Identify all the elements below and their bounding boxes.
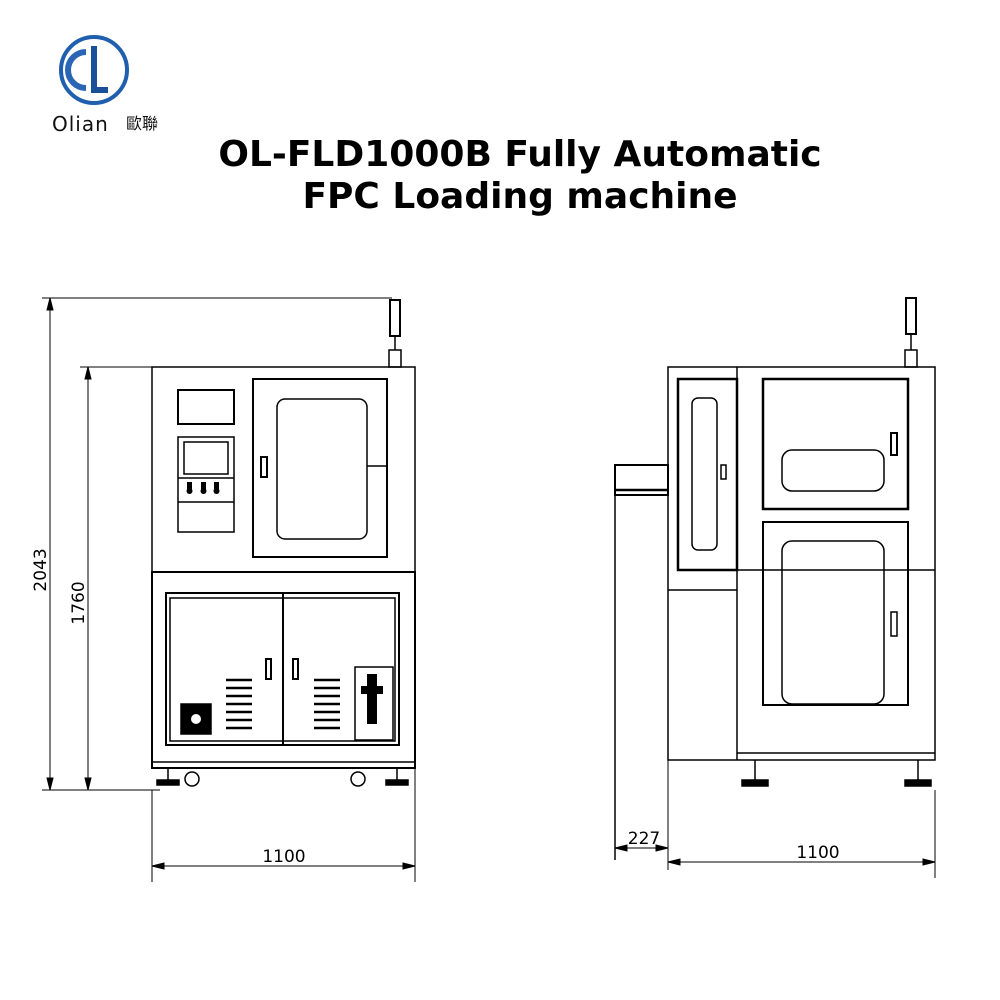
upper-side-door xyxy=(761,377,910,511)
dim-loader-depth: 227 xyxy=(628,829,660,849)
front-view: 2043 1760 1100 xyxy=(31,297,416,882)
vent-slots xyxy=(226,678,340,730)
dim-front-width: 1100 xyxy=(262,847,305,867)
lower-side-door xyxy=(762,521,909,706)
air-filter-regulator xyxy=(354,666,394,741)
side-cabinet xyxy=(667,366,936,761)
brand-name-chinese: 歐聯 xyxy=(126,114,159,133)
page-title-line1: OL-FLD1000B Fully Automatic xyxy=(218,134,822,175)
front-door xyxy=(252,378,388,558)
page-title-line2: FPC Loading machine xyxy=(302,176,738,217)
front-dimensions xyxy=(42,297,416,882)
upper-cabinet xyxy=(151,366,416,573)
control-panel xyxy=(177,436,235,533)
signal-tower xyxy=(905,297,917,335)
control-knobs xyxy=(186,482,220,494)
dim-total-height: 2043 xyxy=(31,548,51,591)
brand-name: Olian xyxy=(52,112,109,136)
signal-tower xyxy=(389,299,401,337)
side-dimensions xyxy=(614,600,936,878)
side-feet xyxy=(741,760,932,787)
dim-side-depth: 1100 xyxy=(796,843,839,863)
lower-cabinet xyxy=(151,571,416,769)
side-view: 227 1100 xyxy=(614,297,936,878)
olian-logo xyxy=(59,35,129,105)
dim-body-height: 1760 xyxy=(69,581,89,624)
casters-and-feet xyxy=(156,767,409,787)
side-door xyxy=(676,377,739,572)
